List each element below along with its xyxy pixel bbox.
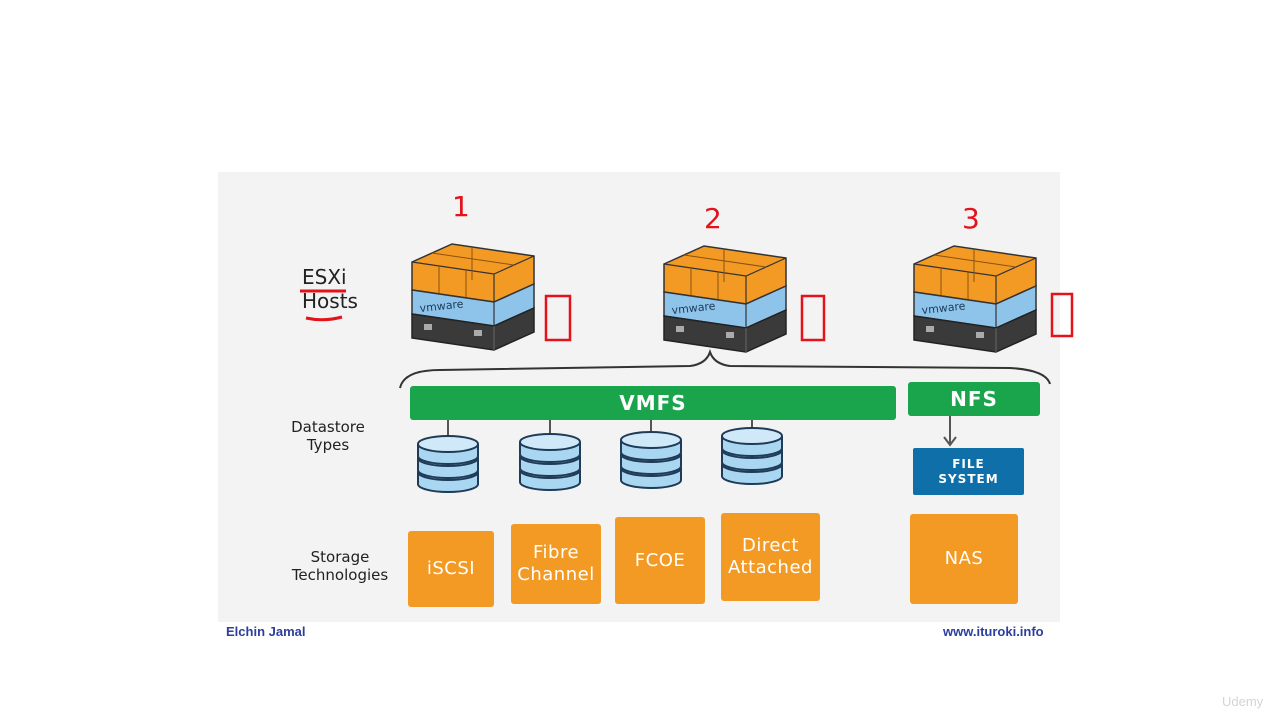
arrow-nfs-to-filesystem: [943, 416, 957, 447]
vmware-label-3: vmware: [921, 299, 966, 317]
esxi-label-line1: ESXi: [302, 265, 347, 289]
footer-author: Elchin Jamal: [226, 624, 306, 639]
datastore-disk-icon-1: [417, 435, 479, 493]
storage-label-line1: Storage: [310, 548, 370, 566]
curly-brace: [399, 348, 1051, 389]
datastore-label-line1: Datastore: [291, 418, 365, 436]
vmfs-bar: VMFS: [410, 386, 896, 420]
footer-website[interactable]: www.ituroki.info: [943, 624, 1044, 639]
storage-box-fcoe: FCOE: [615, 517, 705, 604]
datastore-label-line2: Types: [306, 436, 350, 454]
storage-technologies-label: Storage Technologies: [282, 548, 398, 584]
red-annotation-rect-1: [544, 294, 572, 342]
host-number-3: 3: [962, 202, 980, 235]
storage-label-line2: Technologies: [291, 566, 389, 584]
datastore-disk-icon-2: [519, 433, 581, 491]
storage-box-fcoe-line1: FCOE: [634, 549, 686, 571]
datastore-disk-icon-4: [721, 427, 783, 485]
vmware-label-1: vmware: [419, 297, 464, 315]
file-system-line1: FILE: [952, 456, 985, 471]
esxi-host-server-1: vmware: [411, 243, 535, 351]
storage-box-nas-line1: NAS: [944, 548, 984, 569]
host-number-1: 1: [452, 190, 470, 223]
storage-box-direct-attached: Direct Attached: [721, 513, 820, 601]
red-annotation-rect-3: [1050, 292, 1074, 338]
file-system-box: FILE SYSTEM: [913, 448, 1024, 495]
esxi-hosts-label: ESXi Hosts: [302, 265, 358, 313]
storage-box-direct-line1: Direct: [742, 535, 799, 556]
red-annotation-rect-2: [800, 294, 826, 342]
storage-box-iscsi-line1: iSCSI: [426, 558, 476, 579]
storage-box-nas: NAS: [910, 514, 1018, 604]
nfs-bar: NFS: [908, 382, 1040, 416]
storage-box-fibre-line2: Channel: [517, 564, 595, 585]
storage-box-fibre-channel: Fibre Channel: [511, 524, 601, 604]
storage-box-iscsi: iSCSI: [408, 531, 494, 607]
file-system-line2: SYSTEM: [938, 471, 999, 486]
host-number-2: 2: [704, 202, 722, 235]
datastore-disk-icon-3: [620, 431, 682, 489]
storage-box-fibre-line1: Fibre: [532, 542, 580, 563]
esxi-host-server-3: vmware: [913, 245, 1037, 353]
red-underline-hosts: [305, 315, 343, 322]
esxi-host-server-2: vmware: [663, 245, 787, 353]
vmware-label-2: vmware: [671, 299, 716, 317]
esxi-label-line2: Hosts: [302, 289, 358, 313]
storage-box-direct-line2: Attached: [728, 557, 813, 578]
udemy-watermark: Udemy: [1222, 694, 1264, 709]
datastore-types-label: Datastore Types: [286, 418, 370, 454]
